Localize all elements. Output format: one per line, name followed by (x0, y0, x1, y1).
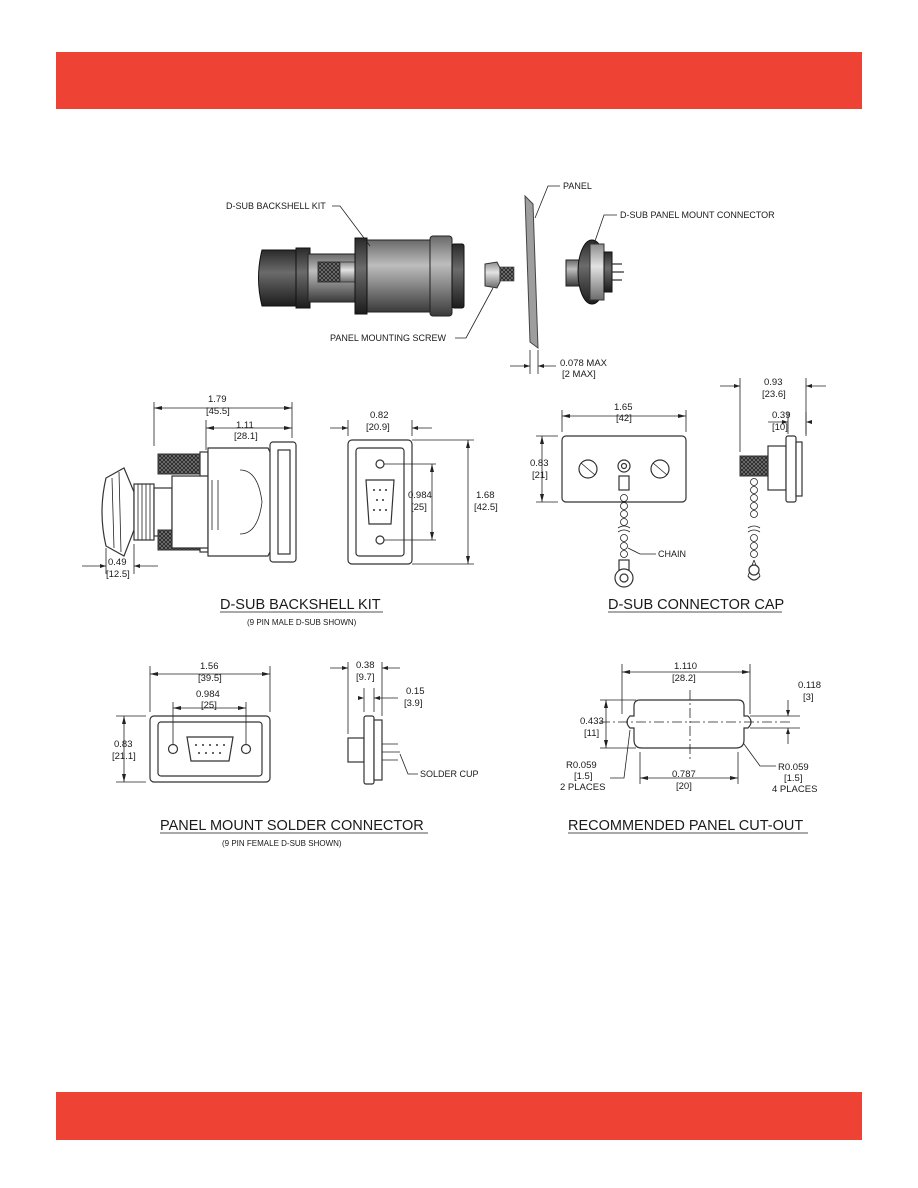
solder-connector-subtitle: (9 PIN FEMALE D-SUB SHOWN) (222, 839, 342, 848)
panel-mount-connector-illustration (565, 239, 624, 305)
cutout-height-dim: 0.433 (580, 716, 604, 727)
backshell-kit-3d-illustration (258, 235, 465, 317)
panel-cutout-drawing: 1.110 [28.2] 0.118 [3] 0.433 [11] 0.787 … (560, 661, 821, 834)
solder-flange-dim: 0.15 (406, 686, 425, 697)
cutout-radius-left-mm: [1.5] (574, 771, 593, 782)
cap-width-dim-mm: [42] (616, 413, 632, 424)
panel-mount-connector-label: D-SUB PANEL MOUNT CONNECTOR (620, 210, 775, 220)
solder-flange-dim-mm: [3.9] (404, 698, 423, 709)
header-band (56, 52, 862, 109)
backshell-front-view: 0.82 [20.9] 0.984 [25] 1.68 [42.5] (330, 410, 498, 565)
backshell-width-dim-mm: [20.9] (366, 422, 390, 433)
solder-spacing-dim-mm: [25] (201, 700, 217, 711)
solder-spacing-dim: 0.984 (196, 689, 220, 700)
backshell-body-length: 1.11 (236, 420, 254, 431)
cap-height-dim: 0.83 (530, 458, 549, 469)
cap-overall-dim: 0.93 (764, 377, 783, 388)
panel-thickness-dim-mm: [2 MAX] (562, 369, 596, 380)
panel-label: PANEL (563, 181, 592, 191)
solder-connector-title: PANEL MOUNT SOLDER CONNECTOR (160, 818, 424, 834)
cap-front-view: 1.65 [42] 0.83 [21] CHAIN (530, 402, 687, 588)
cutout-radius-right-places: 4 PLACES (772, 784, 817, 795)
cap-height-dim-mm: [21] (532, 470, 548, 481)
cap-depth-dim-mm: [10] (772, 422, 788, 433)
cutout-slot-dim: 0.118 (798, 680, 821, 691)
solder-depth-dim-mm: [9.7] (356, 672, 375, 683)
panel-mounting-screw-illustration (484, 261, 515, 289)
backshell-overall-length-mm: [45.5] (206, 406, 230, 417)
solder-depth-dim: 0.38 (356, 660, 375, 671)
cap-overall-dim-mm: [23.6] (762, 389, 786, 400)
connector-cap-drawing: 1.65 [42] 0.83 [21] CHAIN 0.93 (530, 377, 826, 613)
cutout-inner-dim: 0.787 (672, 769, 696, 780)
solder-cup-label: SOLDER CUP (420, 769, 479, 779)
cutout-radius-left-places: 2 PLACES (560, 782, 605, 793)
backshell-width-dim: 0.82 (370, 410, 389, 421)
panel-plate (524, 194, 539, 350)
cap-side-view: 0.93 [23.6] 0.39 [10] (720, 377, 826, 581)
panel-mounting-screw-label: PANEL MOUNTING SCREW (330, 333, 447, 343)
solder-height-dim-mm: [21.1] (112, 751, 136, 762)
cutout-slot-dim-mm: [3] (803, 692, 814, 703)
cap-depth-dim: 0.39 (772, 410, 791, 421)
footer-band (56, 1092, 862, 1140)
backshell-height-dim-mm: [42.5] (474, 502, 498, 513)
backshell-spacing-dim-mm: [25] (411, 502, 427, 513)
backshell-kit-drawing: 1.79 [45.5] 1.11 [28.1] 0.49 [12.5] (82, 394, 498, 627)
cutout-height-dim-mm: [11] (584, 728, 599, 739)
exploded-view: D-SUB BACKSHELL KIT PANEL D-SUB PANEL MO… (226, 181, 775, 380)
solder-width-dim-mm: [39.5] (198, 673, 222, 684)
panel-cutout-title: RECOMMENDED PANEL CUT-OUT (568, 818, 803, 834)
solder-height-dim: 0.83 (114, 739, 133, 750)
cutout-inner-dim-mm: [20] (676, 781, 692, 792)
backshell-kit-subtitle: (9 PIN MALE D-SUB SHOWN) (247, 618, 357, 627)
backshell-body-length-mm: [28.1] (234, 431, 258, 442)
solder-width-dim: 1.56 (200, 661, 219, 672)
connector-cap-title: D-SUB CONNECTOR CAP (608, 597, 784, 613)
cutout-radius-right-mm: [1.5] (784, 773, 803, 784)
solder-front-view: 1.56 [39.5] 0.984 [25] 0.83 [21.1] (112, 661, 271, 783)
cutout-radius-right: R0.059 (778, 762, 809, 773)
panel-thickness-dim: 0.078 MAX (560, 358, 608, 369)
backshell-kit-label: D-SUB BACKSHELL KIT (226, 201, 326, 211)
cap-width-dim: 1.65 (614, 402, 633, 413)
backshell-spacing-dim: 0.984 (408, 490, 432, 501)
solder-side-view: 0.38 [9.7] 0.15 [3.9] SOLDER CUP (330, 660, 479, 785)
solder-connector-drawing: 1.56 [39.5] 0.984 [25] 0.83 [21.1] 0.38 … (112, 660, 479, 848)
chain-label: CHAIN (658, 549, 686, 559)
backshell-side-view: 1.79 [45.5] 1.11 [28.1] 0.49 [12.5] (82, 394, 297, 580)
cutout-radius-left: R0.059 (566, 760, 597, 771)
backshell-height-dim: 1.68 (476, 490, 495, 501)
backshell-overall-length: 1.79 (208, 394, 227, 405)
backshell-gland-dim-mm: [12.5] (106, 569, 130, 580)
cutout-width-dim-mm: [28.2] (672, 673, 696, 684)
cutout-width-dim: 1.110 (674, 661, 697, 672)
backshell-kit-title: D-SUB BACKSHELL KIT (220, 597, 381, 613)
backshell-gland-dim: 0.49 (108, 557, 127, 568)
